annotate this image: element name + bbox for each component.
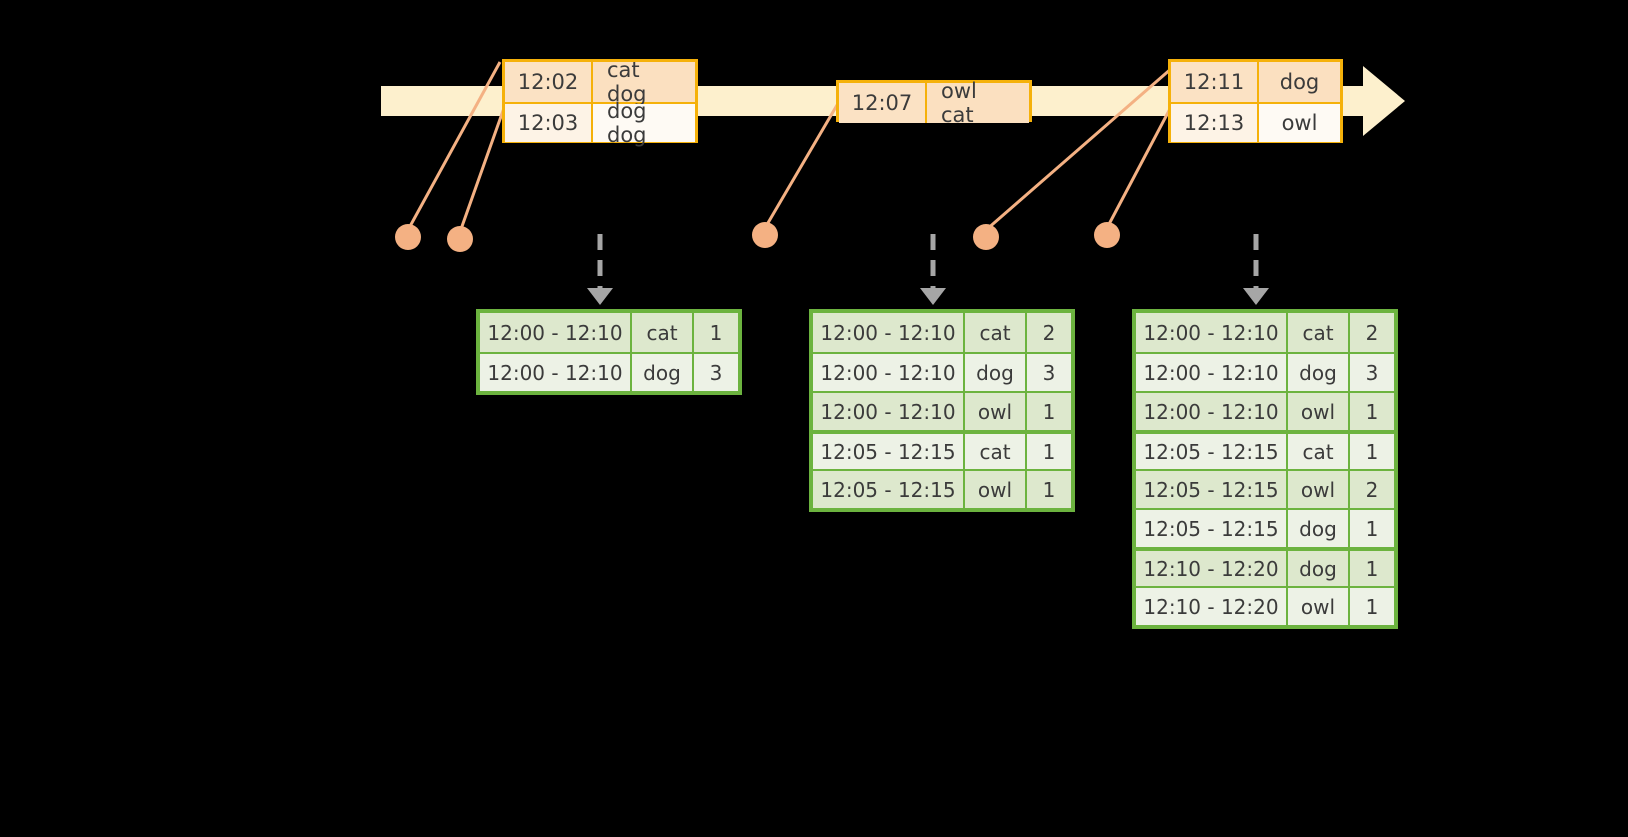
event-time: 12:02	[505, 62, 593, 102]
cell-word: dog	[1288, 551, 1350, 586]
event-words: dog	[1259, 62, 1340, 102]
flow-arrow-2	[920, 234, 946, 305]
cell-count: 1	[1350, 510, 1394, 547]
cell-count: 1	[1350, 588, 1394, 625]
cell-window: 12:00 - 12:10	[1136, 393, 1288, 430]
cell-count: 3	[1350, 354, 1394, 391]
cell-window: 12:10 - 12:20	[1136, 588, 1288, 625]
event-dot-3	[752, 222, 778, 248]
cell-word: cat	[1288, 313, 1350, 352]
cell-window: 12:05 - 12:15	[1136, 434, 1288, 469]
event-time: 12:13	[1171, 104, 1259, 142]
cell-word: cat	[1288, 434, 1350, 469]
cell-count: 1	[1027, 393, 1071, 430]
cell-count: 3	[694, 354, 738, 391]
cell-window: 12:00 - 12:10	[813, 393, 965, 430]
connector-line-5	[1105, 104, 1174, 229]
event-words: owl	[1259, 104, 1340, 142]
cell-word: cat	[965, 434, 1027, 469]
cell-word: owl	[1288, 588, 1350, 625]
event-time: 12:11	[1171, 62, 1259, 102]
cell-word: cat	[965, 313, 1027, 352]
cell-count: 1	[1027, 471, 1071, 508]
connector-line-1	[406, 61, 502, 231]
cell-count: 1	[1350, 551, 1394, 586]
event-time: 12:03	[505, 104, 593, 142]
cell-window: 12:05 - 12:15	[813, 434, 965, 469]
dashed-arrow-layer	[587, 234, 1269, 305]
cell-window: 12:00 - 12:10	[480, 354, 632, 391]
event-dot-4	[973, 224, 999, 250]
event-dot-1	[395, 224, 421, 250]
cell-word: dog	[1288, 510, 1350, 547]
cell-word: dog	[632, 354, 694, 391]
cell-word: dog	[965, 354, 1027, 391]
cell-count: 2	[1027, 313, 1071, 352]
cell-window: 12:00 - 12:10	[813, 313, 965, 352]
cell-count: 1	[694, 313, 738, 352]
flow-arrow-3	[1243, 234, 1269, 305]
cell-window: 12:05 - 12:15	[813, 471, 965, 508]
cell-count: 3	[1027, 354, 1071, 391]
event-box-group-1: 12:02 cat dog 12:03 dog dog	[502, 58, 698, 147]
event-row: 12:07 owl cat	[839, 79, 1029, 127]
event-row: 12:11 dog	[1171, 62, 1340, 102]
event-words: dog dog	[593, 99, 695, 147]
event-words: owl cat	[927, 79, 1029, 127]
cell-count: 2	[1350, 313, 1394, 352]
cell-window: 12:00 - 12:10	[1136, 354, 1288, 391]
cell-count: 1	[1350, 393, 1394, 430]
event-row: 12:13 owl	[1171, 102, 1340, 142]
cell-word: owl	[965, 393, 1027, 430]
cell-word: owl	[965, 471, 1027, 508]
cell-count: 1	[1350, 434, 1394, 469]
cell-word: dog	[1288, 354, 1350, 391]
cell-window: 12:00 - 12:10	[813, 354, 965, 391]
event-row: 12:03 dog dog	[505, 99, 695, 147]
event-words: cat dog	[593, 58, 695, 106]
event-row: 12:02 cat dog	[505, 58, 695, 106]
cell-word: cat	[632, 313, 694, 352]
event-time: 12:07	[839, 83, 927, 123]
cell-window: 12:00 - 12:10	[480, 313, 632, 352]
cell-window: 12:10 - 12:20	[1136, 551, 1288, 586]
flow-arrow-1	[587, 234, 613, 305]
connector-line-3	[763, 99, 842, 229]
event-box-group-2: 12:07 owl cat	[836, 79, 1032, 127]
cell-word: owl	[1288, 471, 1350, 508]
cell-count: 2	[1350, 471, 1394, 508]
event-dot-2	[447, 226, 473, 252]
cell-count: 1	[1027, 434, 1071, 469]
cell-window: 12:05 - 12:15	[1136, 471, 1288, 508]
event-dot-5	[1094, 222, 1120, 248]
cell-word: owl	[1288, 393, 1350, 430]
connector-line-2	[458, 107, 506, 233]
event-box-group-3: 12:11 dog 12:13 owl	[1168, 59, 1343, 143]
cell-window: 12:00 - 12:10	[1136, 313, 1288, 352]
cell-window: 12:05 - 12:15	[1136, 510, 1288, 547]
